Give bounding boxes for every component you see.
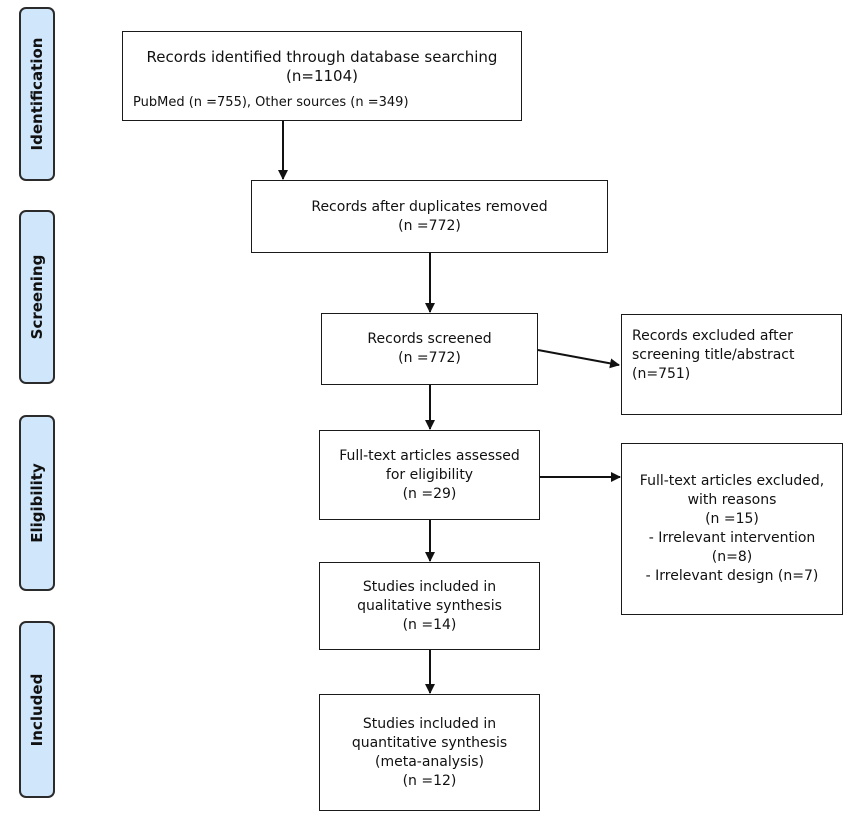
box-fulltext-excluded: Full-text articles excluded, with reason… [621,443,843,615]
identified-title: Records identified through database sear… [146,48,498,66]
quantitative-line1: Studies included in [362,715,497,732]
fulltext-excluded-reason2: - Irrelevant design (n=7) [645,568,819,584]
fulltext-excluded-reason1: - Irrelevant intervention [648,530,816,546]
identified-sources: PubMed (n =755), Other sources (n =349) [133,95,409,110]
qualitative-line2: qualitative synthesis [357,597,502,614]
excluded-screening-line2: screening title/abstract [632,347,795,363]
arrow-screened-to-excluded [537,349,620,369]
box-fulltext-assessed: Full-text articles assessed for eligibil… [319,430,540,520]
stage-tab-identification: Identification [19,7,55,181]
excluded-screening-count: (n=751) [632,366,691,382]
fulltext-excluded-count: (n =15) [705,511,759,527]
quantitative-line2: quantitative synthesis [351,734,508,751]
fulltext-assessed-line2: for eligibility [385,466,474,483]
qualitative-count: (n =14) [402,616,457,633]
qualitative-line1: Studies included in [362,578,497,595]
excluded-screening-line1: Records excluded after [632,328,793,344]
box-records-excluded-screening: Records excluded after screening title/a… [621,314,842,415]
screened-title: Records screened [367,331,492,347]
box-qualitative-synthesis: Studies included in qualitative synthesi… [319,562,540,650]
stage-tab-eligibility: Eligibility [19,415,55,591]
fulltext-excluded-line1: Full-text articles excluded, [639,473,825,489]
box-records-identified: Records identified through database sear… [122,31,522,121]
fulltext-assessed-line1: Full-text articles assessed [339,447,520,464]
fulltext-assessed-count: (n =29) [402,485,457,502]
quantitative-count: (n =12) [402,772,457,789]
box-quantitative-synthesis: Studies included in quantitative synthes… [319,694,540,811]
screened-count: (n =772) [398,350,461,366]
identified-count: (n=1104) [286,67,358,85]
box-duplicates-removed: Records after duplicates removed (n =772… [251,180,608,253]
duplicates-title: Records after duplicates removed [311,198,548,215]
stage-tab-screening: Screening [19,210,55,384]
fulltext-excluded-line2: with reasons [687,492,777,508]
quantitative-line3: (meta-analysis) [375,753,484,770]
fulltext-excluded-reason1-count: (n=8) [711,549,753,565]
box-records-screened: Records screened (n =772) [321,313,538,385]
stage-tab-included: Included [19,621,55,798]
duplicates-count: (n =772) [398,217,461,234]
